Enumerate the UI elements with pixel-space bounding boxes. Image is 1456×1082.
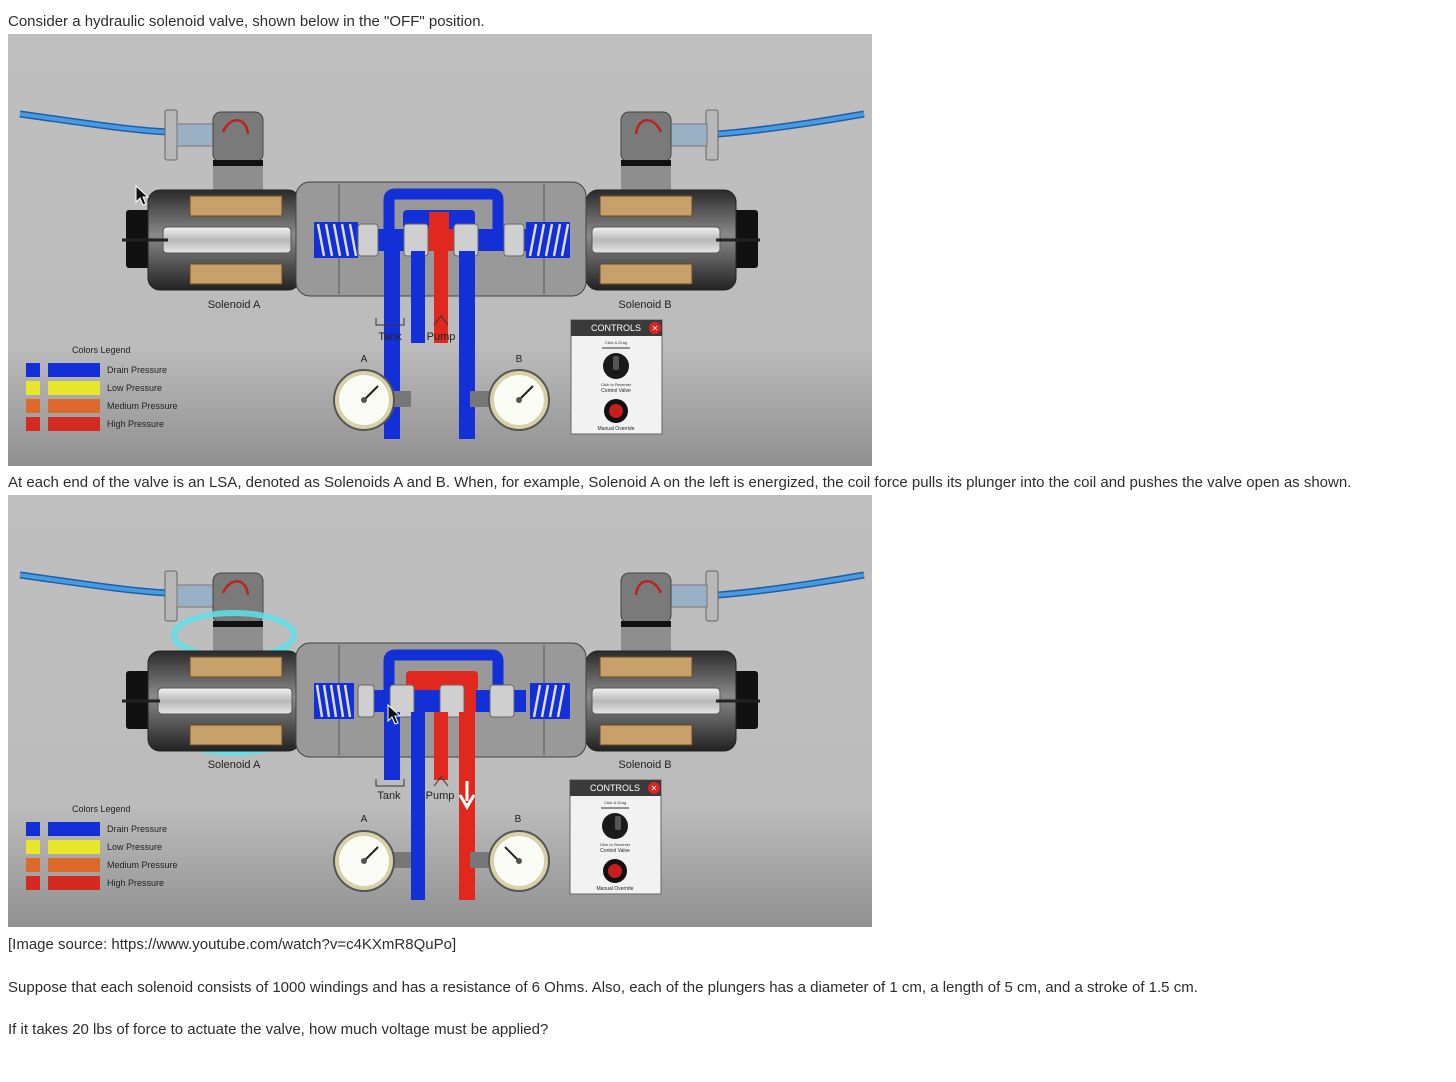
close-icon[interactable] (649, 322, 661, 334)
label-pump: Pump (427, 331, 456, 343)
controls-panel: CONTROLS ✕ Click & Drag Click to Recente… (569, 779, 662, 895)
valve-diagram-off: Solenoid A Solenoid B Tank Pump A B Colo… (8, 34, 872, 466)
cursor-icon (135, 184, 150, 206)
question-text: If it takes 20 lbs of force to actuate t… (8, 1021, 549, 1038)
recenter-hint: Click to Recenter (600, 842, 631, 847)
solenoid-a-body (122, 189, 301, 291)
drag-hint: Click & Drag (605, 340, 627, 345)
intro-text: Consider a hydraulic solenoid valve, sho… (8, 13, 485, 30)
colors-legend: Colors Legend Drain Pressure Low Pressur… (26, 345, 178, 431)
pump-line (434, 251, 448, 343)
control-valve-label: Control Valve (600, 848, 630, 854)
valve-diagram-on: Solenoid A Solenoid B Tank Pump A B Colo… (8, 495, 872, 927)
tank-line (411, 251, 425, 343)
label-tank: Tank (378, 331, 402, 343)
gauge-b (470, 369, 550, 431)
legend-label: Low Pressure (107, 383, 162, 393)
valve-diagram-on-svg: Solenoid A Solenoid B Tank Pump A B Colo… (8, 495, 872, 927)
legend-label: High Pressure (107, 419, 164, 429)
legend-label: Drain Pressure (107, 824, 167, 834)
given-text: Suppose that each solenoid consists of 1… (8, 979, 1198, 996)
legend-label: Low Pressure (107, 842, 162, 852)
port-b-line (459, 251, 475, 439)
solenoid-b-body (585, 189, 760, 291)
valve-diagram-off-svg: Solenoid A Solenoid B Tank Pump A B Colo… (8, 34, 872, 466)
gauge-a (333, 830, 411, 892)
cursor-icon (387, 703, 402, 725)
connector-left (164, 109, 264, 190)
legend-title: Colors Legend (72, 345, 131, 355)
label-gauge-b: B (515, 814, 522, 825)
legend-title: Colors Legend (72, 804, 131, 814)
flow-arrow-icon (458, 781, 476, 810)
controls-title: CONTROLS (590, 783, 640, 793)
control-valve-label: Control Valve (601, 388, 631, 394)
label-pump: Pump (426, 790, 455, 802)
source-text: [Image source: https://www.youtube.com/w… (8, 936, 457, 953)
label-gauge-a: A (361, 354, 368, 365)
manual-override-label: Manual Override (597, 886, 634, 892)
gauge-b (470, 830, 550, 892)
legend-label: High Pressure (107, 878, 164, 888)
manual-override-label: Manual Override (598, 426, 635, 432)
connector-right (620, 109, 719, 190)
label-gauge-b: B (516, 354, 523, 365)
legend-label: Medium Pressure (107, 860, 178, 870)
label-gauge-a: A (361, 814, 368, 825)
solenoid-b-body (585, 650, 760, 752)
svg-text:✕: ✕ (651, 784, 658, 793)
connector-right (620, 570, 719, 651)
label-solenoid-b: Solenoid B (618, 759, 671, 771)
drag-hint: Click & Drag (604, 800, 626, 805)
pump-line (434, 712, 448, 780)
gauge-a (333, 369, 411, 431)
recenter-hint: Click to Recenter (601, 382, 632, 387)
svg-text:✕: ✕ (652, 324, 659, 333)
label-tank: Tank (377, 790, 401, 802)
label-solenoid-a: Solenoid A (208, 299, 261, 311)
legend-label: Medium Pressure (107, 401, 178, 411)
label-solenoid-b: Solenoid B (618, 299, 671, 311)
label-solenoid-a: Solenoid A (208, 759, 261, 771)
solenoid-a-body (122, 650, 301, 752)
close-icon[interactable] (648, 782, 660, 794)
controls-title: CONTROLS (591, 323, 641, 333)
legend-label: Drain Pressure (107, 365, 167, 375)
port-a-line (411, 712, 425, 900)
controls-panel: CONTROLS ✕ Click & Drag Click to Recente… (570, 319, 663, 435)
colors-legend: Colors Legend Drain Pressure Low Pressur… (26, 804, 178, 890)
middle-text: At each end of the valve is an LSA, deno… (8, 474, 1352, 491)
